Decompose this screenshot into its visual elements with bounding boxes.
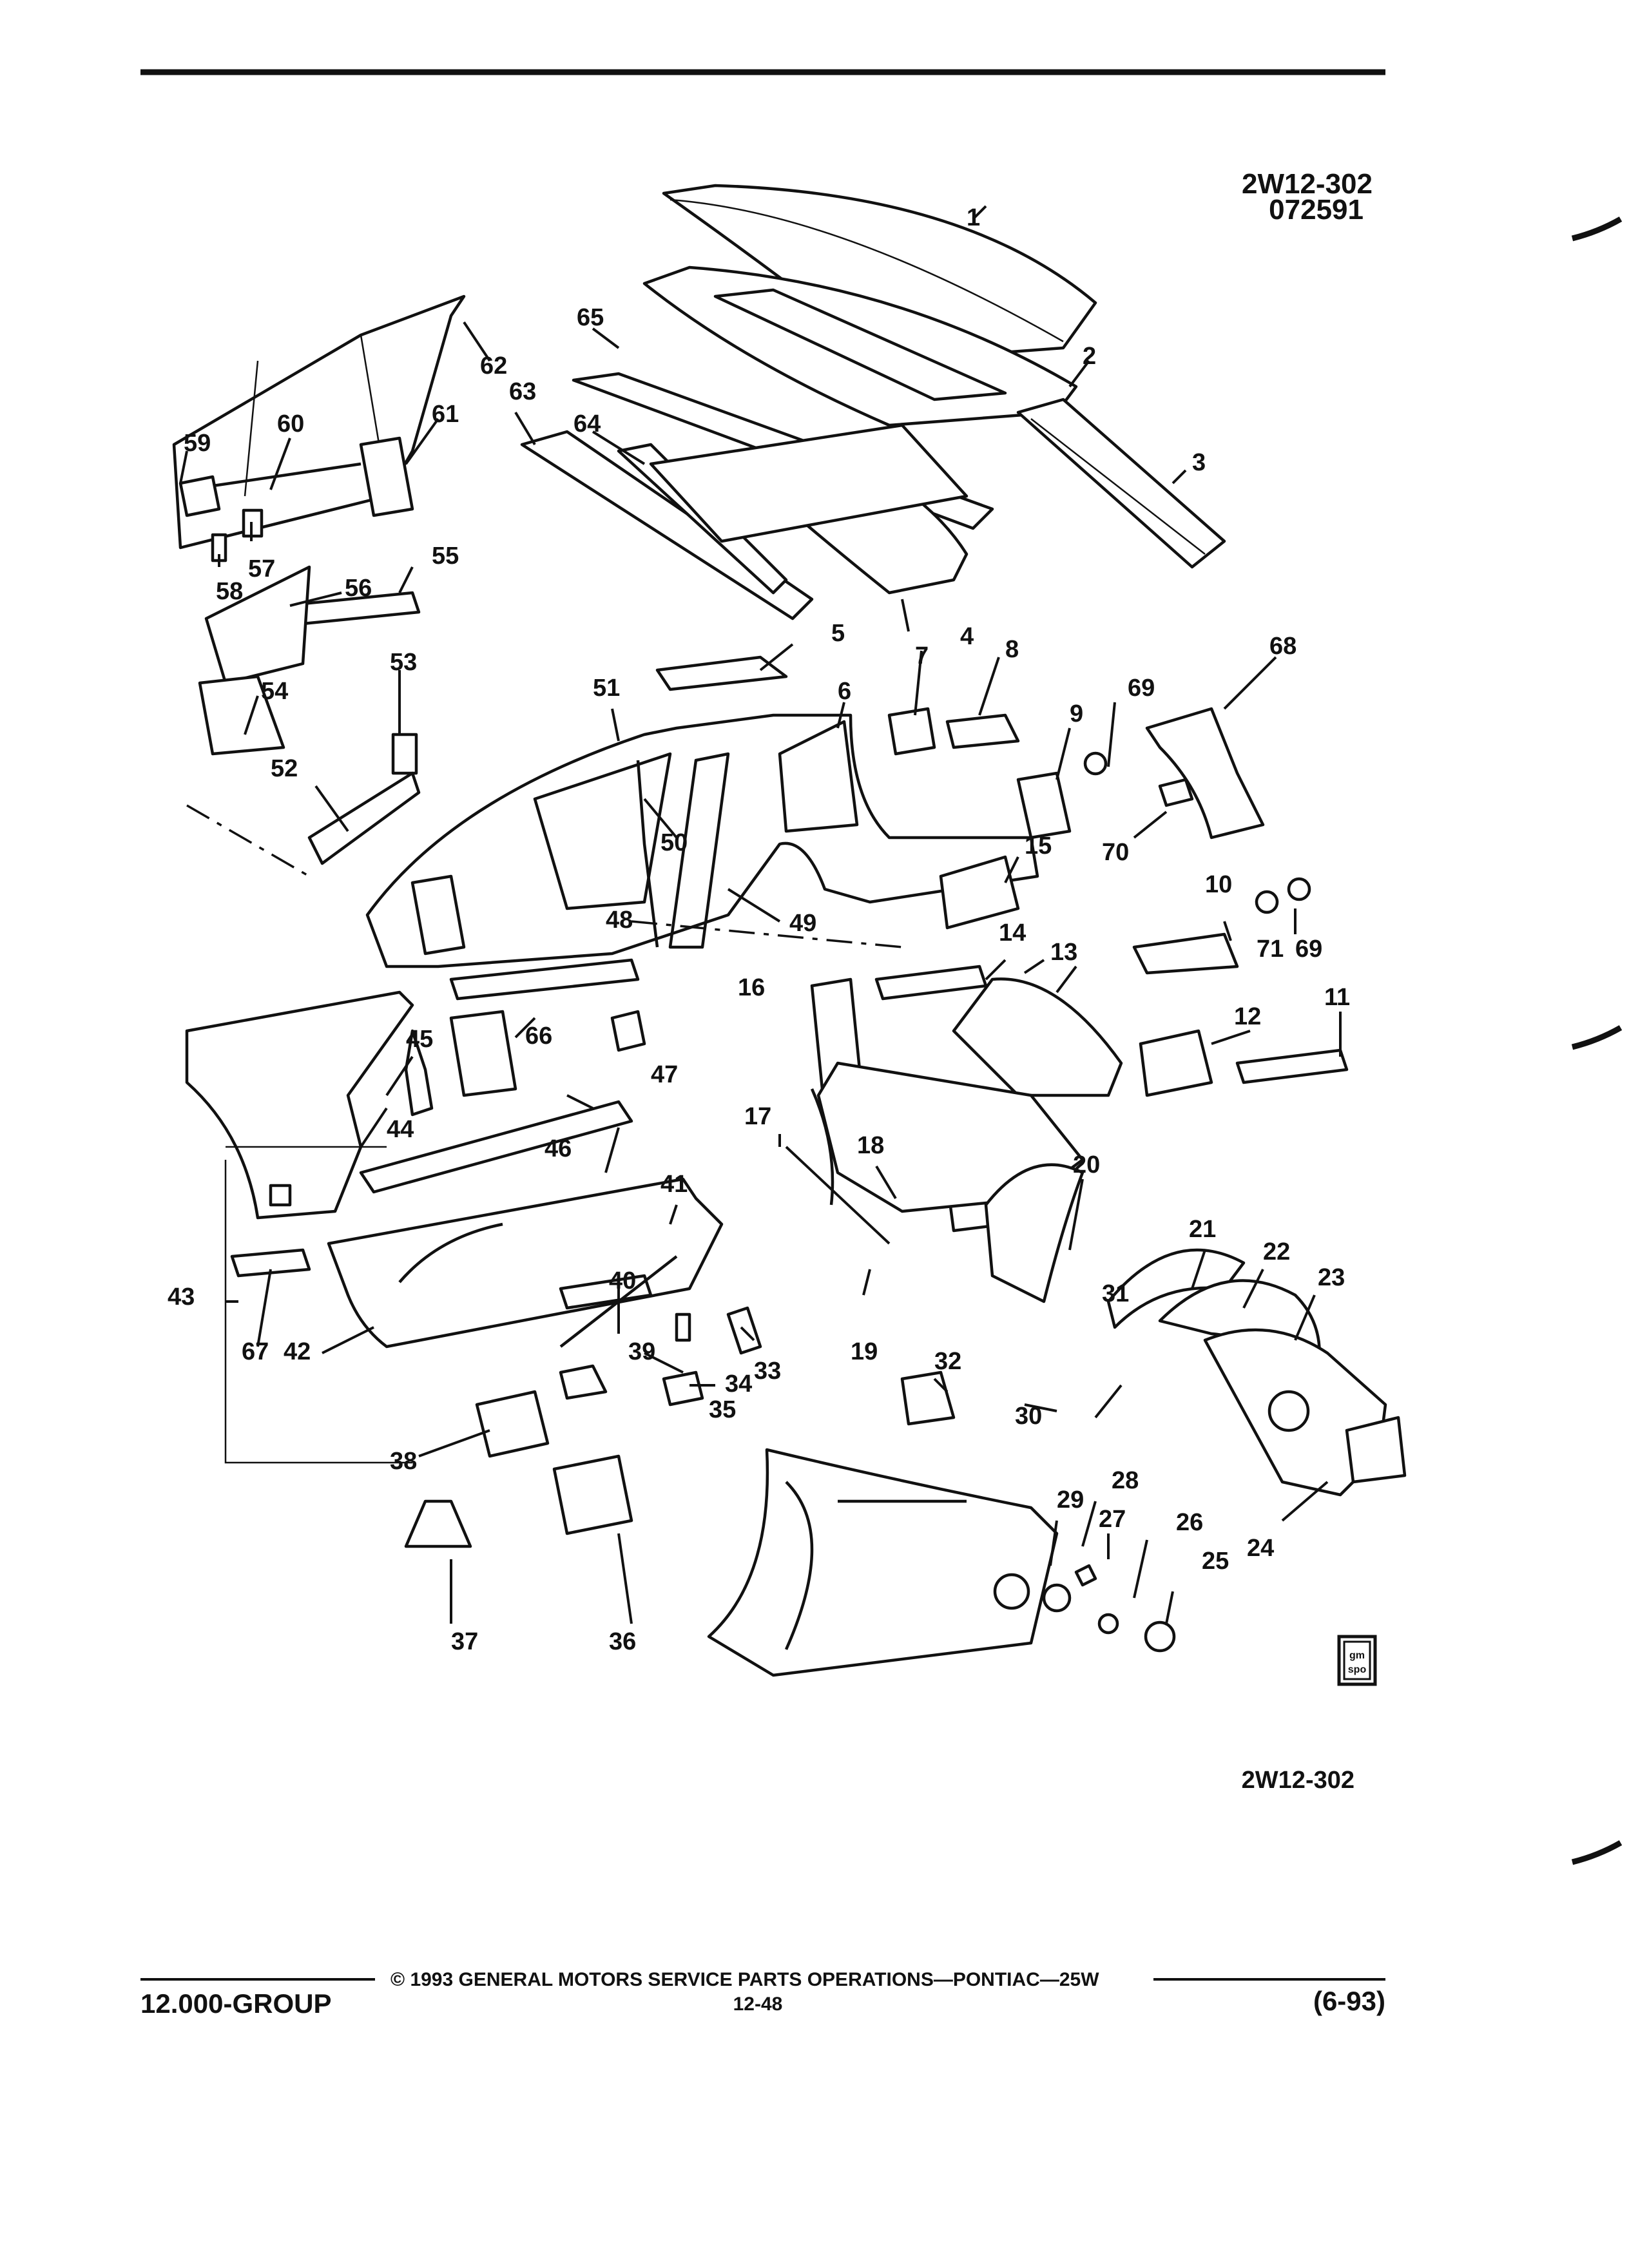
callout-12: 12	[1234, 1003, 1261, 1030]
callout-42: 42	[284, 1338, 311, 1365]
callout-48: 48	[606, 907, 633, 934]
callout-66: 66	[525, 1023, 552, 1050]
callout-40: 40	[609, 1267, 636, 1294]
callout-69a: 69	[1128, 675, 1155, 702]
windshield-group	[172, 294, 466, 878]
callout-22: 22	[1263, 1238, 1290, 1265]
callout-64: 64	[574, 410, 601, 437]
footer-page: 12-48	[733, 1994, 783, 2015]
callout-11: 11	[1324, 984, 1350, 1011]
callout-47: 47	[651, 1061, 678, 1088]
callout-59: 59	[184, 430, 211, 457]
callout-27: 27	[1099, 1506, 1126, 1533]
callout-21: 21	[1189, 1216, 1216, 1243]
logo-text-top: gm	[1349, 1650, 1365, 1661]
callout-16: 16	[738, 974, 765, 1001]
callout-65: 65	[577, 304, 604, 331]
callout-55: 55	[432, 543, 459, 570]
callout-24: 24	[1247, 1535, 1274, 1562]
callout-3: 3	[1192, 449, 1206, 476]
callout-17: 17	[744, 1103, 771, 1130]
callout-18: 18	[857, 1132, 884, 1159]
callout-32: 32	[934, 1348, 961, 1375]
callout-leaders	[179, 205, 1342, 1624]
callout-54: 54	[261, 678, 288, 705]
callout-30: 30	[1015, 1403, 1042, 1430]
callout-1: 1	[967, 204, 980, 231]
gm-spo-logo: gm spo	[1337, 1635, 1377, 1686]
footer-revision: (6-93)	[1313, 1986, 1385, 2016]
front-side-group	[185, 958, 762, 1548]
callout-31: 31	[1102, 1280, 1129, 1307]
body-side-group	[365, 713, 1039, 968]
callout-8: 8	[1005, 636, 1019, 663]
callout-45: 45	[406, 1026, 433, 1053]
callout-34: 34	[725, 1370, 752, 1398]
logo-text-bottom: spo	[1348, 1664, 1367, 1675]
callout-41: 41	[660, 1171, 688, 1198]
callout-49: 49	[789, 910, 816, 937]
footer-group: 12.000-GROUP	[140, 1988, 331, 2019]
callout-28: 28	[1112, 1467, 1139, 1494]
footer-copyright: © 1993 GENERAL MOTORS SERVICE PARTS OPER…	[390, 1969, 1099, 1990]
callout-6: 6	[838, 678, 851, 705]
callout-38: 38	[390, 1448, 417, 1475]
callout-63: 63	[509, 378, 536, 405]
callout-71: 71	[1257, 936, 1284, 963]
callout-50: 50	[660, 829, 688, 856]
callout-43: 43	[168, 1283, 195, 1311]
callout-56: 56	[345, 575, 372, 602]
roof-panel-group	[520, 184, 1226, 620]
callout-19: 19	[851, 1338, 878, 1365]
callout-52: 52	[271, 755, 298, 782]
edge-mark	[1571, 1025, 1623, 1050]
rear-quarter-group	[707, 1061, 1407, 1677]
callout-13: 13	[1050, 939, 1077, 966]
callout-61: 61	[432, 401, 459, 428]
callout-5: 5	[831, 620, 845, 647]
callout-4: 4	[960, 623, 974, 650]
callout-67: 67	[242, 1338, 269, 1365]
callout-39: 39	[628, 1338, 655, 1365]
callout-36: 36	[609, 1628, 636, 1655]
callout-57: 57	[248, 555, 275, 582]
callout-35: 35	[709, 1396, 736, 1423]
callout-2: 2	[1083, 343, 1096, 370]
callout-70: 70	[1102, 839, 1129, 866]
callout-20: 20	[1073, 1151, 1100, 1178]
callout-37: 37	[451, 1628, 478, 1655]
callout-68: 68	[1269, 633, 1296, 660]
callout-29: 29	[1057, 1486, 1084, 1514]
callout-46: 46	[545, 1135, 572, 1162]
figure-code-bottom: 2W12-302	[1242, 1767, 1354, 1794]
upper-brackets	[655, 655, 1265, 930]
callout-23: 23	[1318, 1264, 1345, 1291]
callout-60: 60	[277, 410, 304, 437]
callout-labels: 1 2 3 4 5 6 7 8 9 10 11 12 13 14 15 16 1…	[168, 204, 1350, 1655]
callout-26: 26	[1176, 1509, 1203, 1536]
callout-9: 9	[1070, 700, 1083, 727]
callout-25: 25	[1202, 1548, 1229, 1575]
callout-69b: 69	[1295, 936, 1322, 963]
callout-51: 51	[593, 675, 620, 702]
callout-7: 7	[915, 642, 929, 669]
date-code: 072591	[1269, 194, 1364, 226]
callout-33: 33	[754, 1358, 781, 1385]
callout-44: 44	[387, 1116, 414, 1143]
callout-10: 10	[1205, 871, 1232, 898]
callout-15: 15	[1025, 832, 1052, 860]
callout-14: 14	[999, 919, 1026, 947]
callout-58: 58	[216, 578, 243, 605]
edge-mark	[1571, 216, 1623, 242]
callout-53: 53	[390, 649, 417, 676]
figure-id: 2W12-302	[1242, 168, 1373, 200]
callout-62: 62	[480, 352, 507, 380]
edge-mark	[1571, 1840, 1623, 1865]
